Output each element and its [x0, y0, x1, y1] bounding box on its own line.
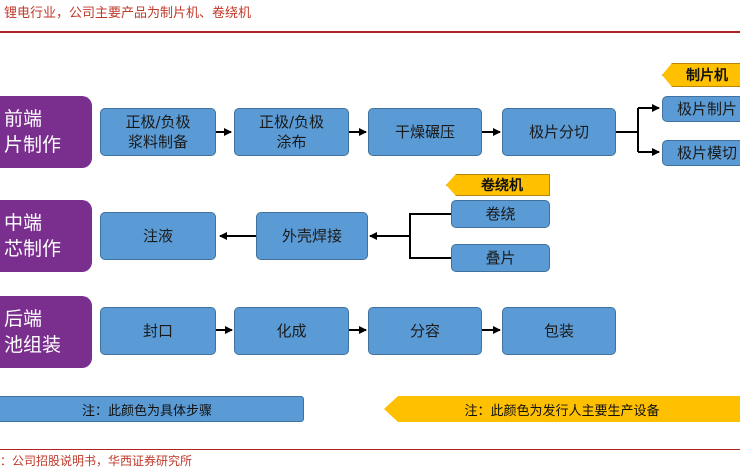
step-electrolyte-injection: 注液 — [100, 212, 216, 260]
tag-sheet-machine: 制片机 — [662, 63, 740, 87]
merge-wind-stack — [378, 213, 451, 259]
tag-sheet-machine-label: 制片机 — [686, 68, 728, 84]
stage-front-line2: 片制作 — [4, 134, 62, 156]
step-seal-label: 封口 — [142, 322, 173, 340]
step-pole-die-cut: 极片模切 — [662, 140, 740, 166]
step-packing-label: 包装 — [543, 322, 574, 340]
stage-middle: 中端 芯制作 — [0, 200, 92, 272]
figure-caption: 锂电行业，公司主要产品为制片机、卷绕机 — [4, 6, 252, 21]
step-drying-rolling: 干燥碾压 — [368, 108, 482, 156]
legend-equipment: 注：此颜色为发行人主要生产设备 — [384, 396, 740, 422]
step-slurry-prep: 正极/负极 浆料制备 — [100, 108, 216, 156]
tag-winding-machine-label: 卷绕机 — [481, 178, 523, 194]
stage-back: 后端 池组装 — [0, 296, 92, 368]
step-weld-label: 外壳焊接 — [281, 227, 342, 245]
step-sealing: 封口 — [100, 307, 216, 355]
step-inject-label: 注液 — [142, 227, 173, 245]
step-coating-line1: 正极/负极 — [258, 113, 325, 131]
stage-middle-line1: 中端 — [4, 212, 43, 234]
legend-equipment-label: 注：此颜色为发行人主要生产设备 — [464, 403, 660, 419]
step-coating-line2: 涂布 — [276, 133, 307, 151]
step-winding: 卷绕 — [451, 200, 550, 228]
stage-front-line1: 前端 — [4, 108, 43, 130]
step-case-welding: 外壳焊接 — [256, 212, 368, 260]
step-slitting-label: 极片分切 — [528, 123, 589, 141]
fork-cutting — [616, 108, 639, 152]
step-slurry-line1: 正极/负极 — [125, 113, 191, 131]
top-rule — [0, 31, 740, 33]
bottom-rule — [0, 449, 740, 450]
legend-steps: 注：此颜色为具体步骤 — [0, 396, 304, 422]
step-stack-label: 叠片 — [485, 249, 516, 267]
step-stacking: 叠片 — [451, 244, 550, 272]
stage-middle-line2: 芯制作 — [4, 238, 62, 260]
step-coating: 正极/负极 涂布 — [234, 108, 349, 156]
step-grading: 分容 — [368, 307, 482, 355]
step-pole-make: 极片制片 — [662, 96, 740, 122]
stage-back-line2: 池组装 — [4, 334, 62, 356]
source-note: ：公司招股说明书，华西证券研究所 — [0, 454, 193, 468]
step-formation-label: 化成 — [276, 322, 307, 340]
stage-back-line1: 后端 — [4, 308, 43, 330]
step-slurry-line2: 浆料制备 — [127, 133, 188, 151]
stage-front: 前端 片制作 — [0, 96, 92, 168]
step-wind-label: 卷绕 — [485, 205, 516, 223]
step-packing: 包装 — [502, 307, 616, 355]
step-grading-label: 分容 — [409, 322, 440, 340]
step-pole-die-cut-label: 极片模切 — [676, 144, 737, 162]
step-pole-make-label: 极片制片 — [676, 100, 737, 118]
step-drying-label: 干燥碾压 — [394, 123, 455, 141]
legend-steps-label: 注：此颜色为具体步骤 — [81, 403, 212, 419]
step-slitting: 极片分切 — [502, 108, 616, 156]
tag-winding-machine: 卷绕机 — [446, 174, 550, 196]
step-formation: 化成 — [234, 307, 349, 355]
